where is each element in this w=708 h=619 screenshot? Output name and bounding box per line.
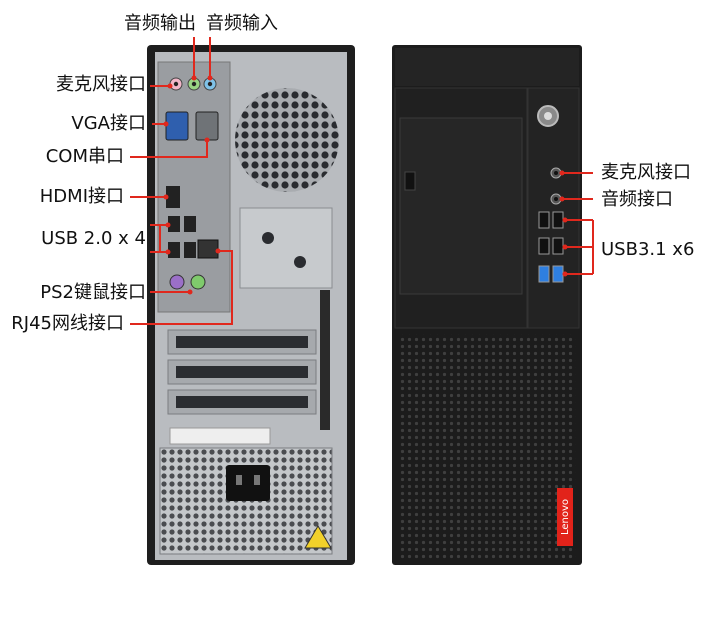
- label-front-audio: 音频接口: [601, 189, 673, 210]
- label-front-mic: 麦克风接口: [601, 162, 691, 183]
- rear-fan-grill: [235, 88, 339, 192]
- expansion-slots: [167, 329, 317, 415]
- front-view: Lenovo: [392, 45, 582, 565]
- label-audio-out: 音频输出: [124, 13, 196, 34]
- label-audio-in: 音频输入: [206, 13, 278, 34]
- label-mic: 麦克风接口: [56, 74, 146, 95]
- front-mesh: [398, 334, 576, 560]
- lenovo-badge-text: Lenovo: [560, 499, 571, 535]
- front-usb-ports: [538, 211, 564, 283]
- label-ps2: PS2键鼠接口: [40, 282, 146, 303]
- optical-drive: [399, 117, 523, 295]
- label-hdmi: HDMI接口: [39, 186, 124, 207]
- lenovo-badge: [557, 488, 573, 546]
- rear-view: [147, 45, 355, 565]
- rear-bracket: [239, 207, 333, 289]
- label-front-usb3: USB3.1 x6: [601, 239, 695, 260]
- warning-icon: [304, 525, 332, 549]
- label-rj45: RJ45网线接口: [11, 313, 124, 334]
- label-com: COM串口: [45, 146, 124, 167]
- label-usb2: USB 2.0 x 4: [41, 228, 146, 249]
- label-vga: VGA接口: [71, 113, 146, 134]
- power-socket: [226, 465, 270, 501]
- serial-sticker: [169, 427, 271, 445]
